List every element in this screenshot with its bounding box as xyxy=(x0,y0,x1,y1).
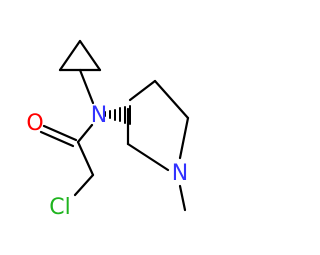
bonds xyxy=(39,39,190,212)
stereo-hashed-wedge xyxy=(104,105,131,125)
n-methyl-bond xyxy=(178,184,187,212)
carbonyl-ch2-bond xyxy=(76,140,95,177)
ring-bond-c3-c4 xyxy=(128,79,157,102)
chlorine-label: Cl xyxy=(49,195,70,220)
ring-bond-c2-n xyxy=(126,142,170,172)
ring-bond-c5-n xyxy=(178,116,190,160)
carbonyl-double-bond-b xyxy=(39,130,75,148)
ring-nitrogen-label: N xyxy=(172,161,188,186)
amide-nitrogen-label: N xyxy=(91,103,107,128)
atom-labels: N O Cl N xyxy=(26,103,188,220)
cyclopropyl-bond-2 xyxy=(58,39,82,72)
cyclopropyl-n-bond xyxy=(78,68,95,105)
carbonyl-oxygen-label: O xyxy=(26,111,43,136)
cyclopropyl-bond-3 xyxy=(78,39,102,72)
ch2-cl-bond xyxy=(73,173,95,197)
molecule-structure-diagram: N O Cl N xyxy=(26,39,190,220)
n-carbonyl-bond xyxy=(76,123,94,144)
ring-bond-c4-c5 xyxy=(153,79,190,120)
carbonyl-double-bond-a xyxy=(42,124,78,142)
